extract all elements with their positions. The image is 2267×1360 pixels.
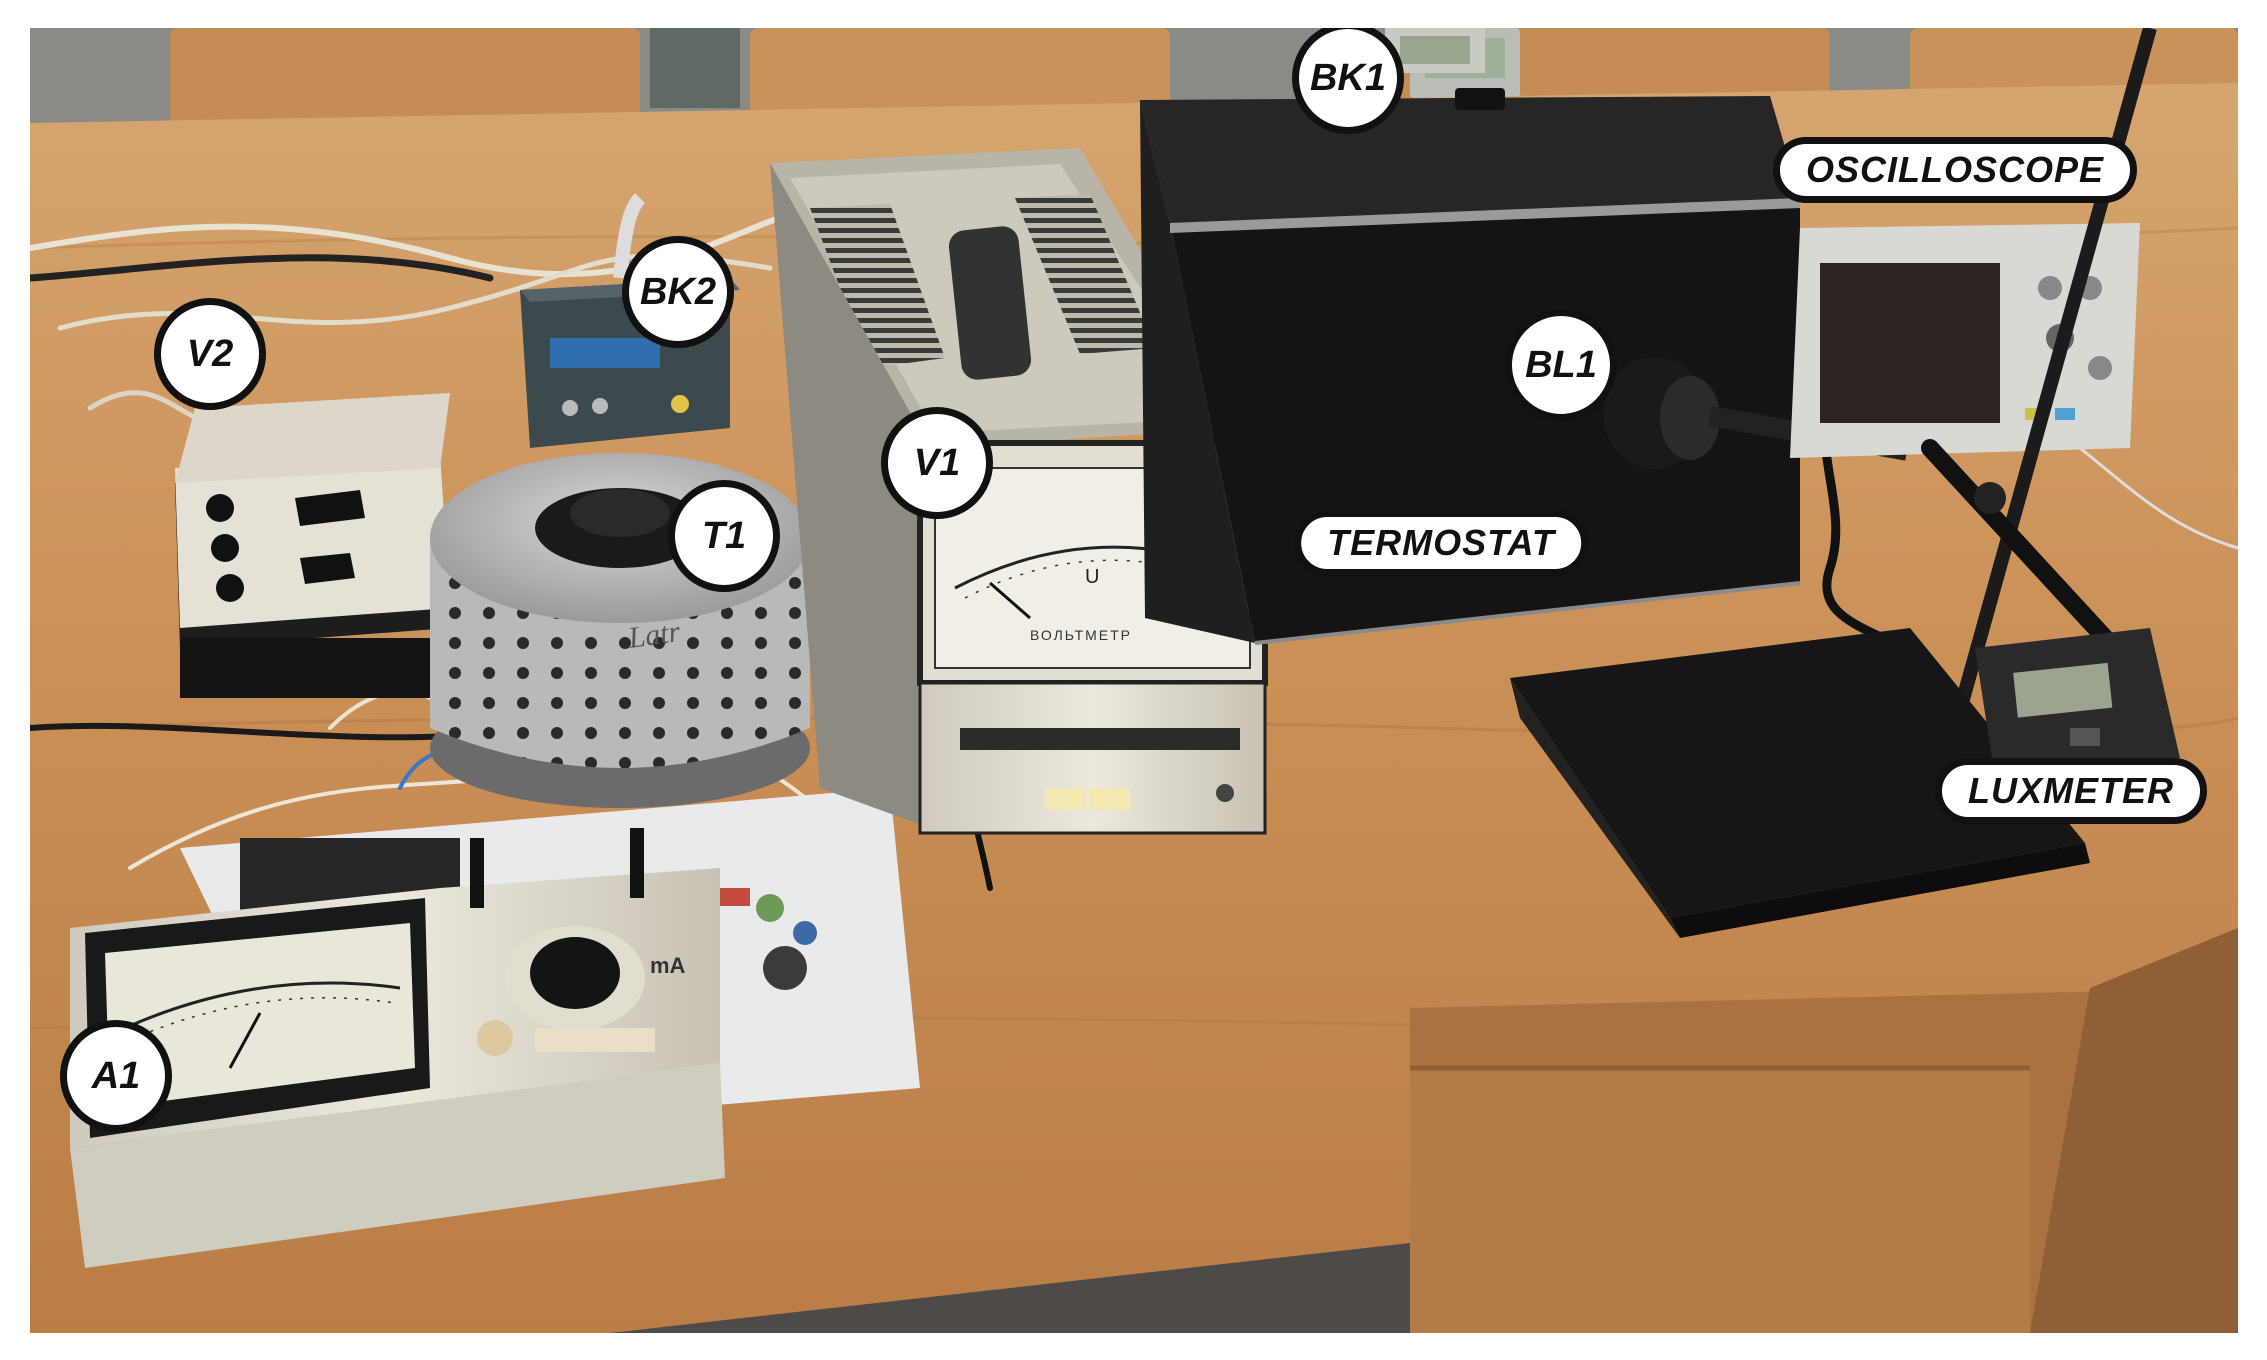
label-v1: V1 <box>881 407 993 519</box>
lab-setup-photo: Latr U ВОЛЬТМЕТР <box>30 28 2238 1333</box>
voltmeter-v2 <box>175 393 450 698</box>
label-bk2: BK2 <box>622 236 734 348</box>
autotransformer-brand: Latr <box>625 615 682 655</box>
label-t1: T1 <box>668 480 780 592</box>
photosensor-bl1 <box>1603 357 1909 469</box>
label-a1: A1 <box>60 1020 172 1132</box>
label-bk1: BK1 <box>1292 28 1404 134</box>
label-luxmeter: LUXMETER <box>1935 758 2207 824</box>
voltmeter-unit: U <box>1085 566 1099 588</box>
voltmeter-name: ВОЛЬТМЕТР <box>1030 627 1132 643</box>
ammeter-unit: mA <box>650 953 686 978</box>
label-oscilloscope: OSCILLOSCOPE <box>1772 137 2138 203</box>
label-termostat: TERMOSTAT <box>1294 510 1588 576</box>
label-v2: V2 <box>154 298 266 410</box>
stand-base <box>1510 628 2090 938</box>
label-bl1: BL1 <box>1505 309 1617 421</box>
luxmeter-device <box>1975 628 2180 778</box>
background <box>30 28 2238 148</box>
